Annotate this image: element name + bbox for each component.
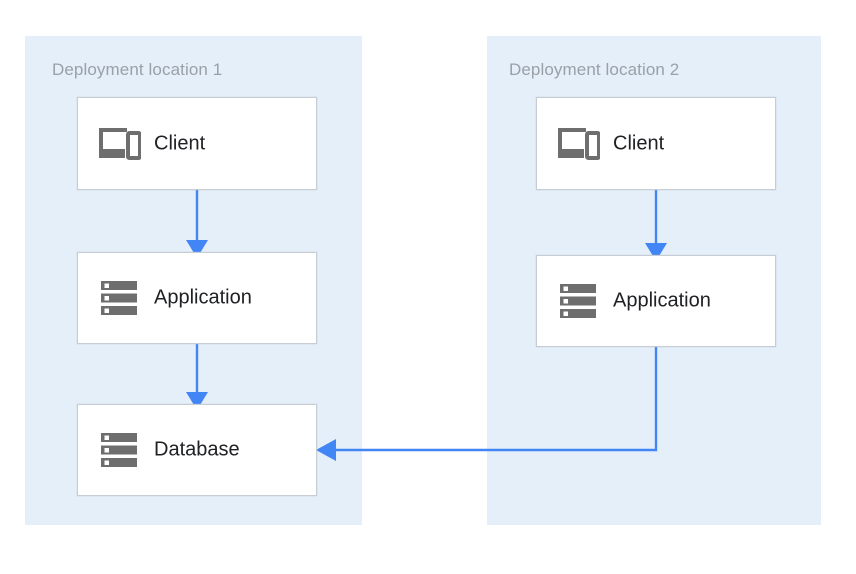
node-application-2[interactable]: Application [536, 255, 776, 347]
node-client-2[interactable]: Client [536, 97, 776, 190]
node-client-1[interactable]: Client [77, 97, 317, 190]
node-application-1[interactable]: Application [77, 252, 317, 344]
node-label-application-2: Application [613, 289, 711, 312]
zone-label-deployment-location-1: Deployment location 1 [52, 60, 223, 79]
node-label-application-1: Application [154, 286, 252, 309]
client-devices-icon [555, 124, 601, 164]
server-stack-icon [96, 430, 142, 470]
server-stack-icon [96, 278, 142, 318]
client-devices-icon [96, 124, 142, 164]
server-stack-icon [555, 281, 601, 321]
node-label-client-1: Client [154, 132, 206, 154]
node-database-1[interactable]: Database [77, 404, 317, 496]
zone-label-deployment-location-2: Deployment location 2 [509, 60, 680, 79]
node-label-client-2: Client [613, 132, 665, 154]
node-label-database-1: Database [154, 438, 240, 461]
